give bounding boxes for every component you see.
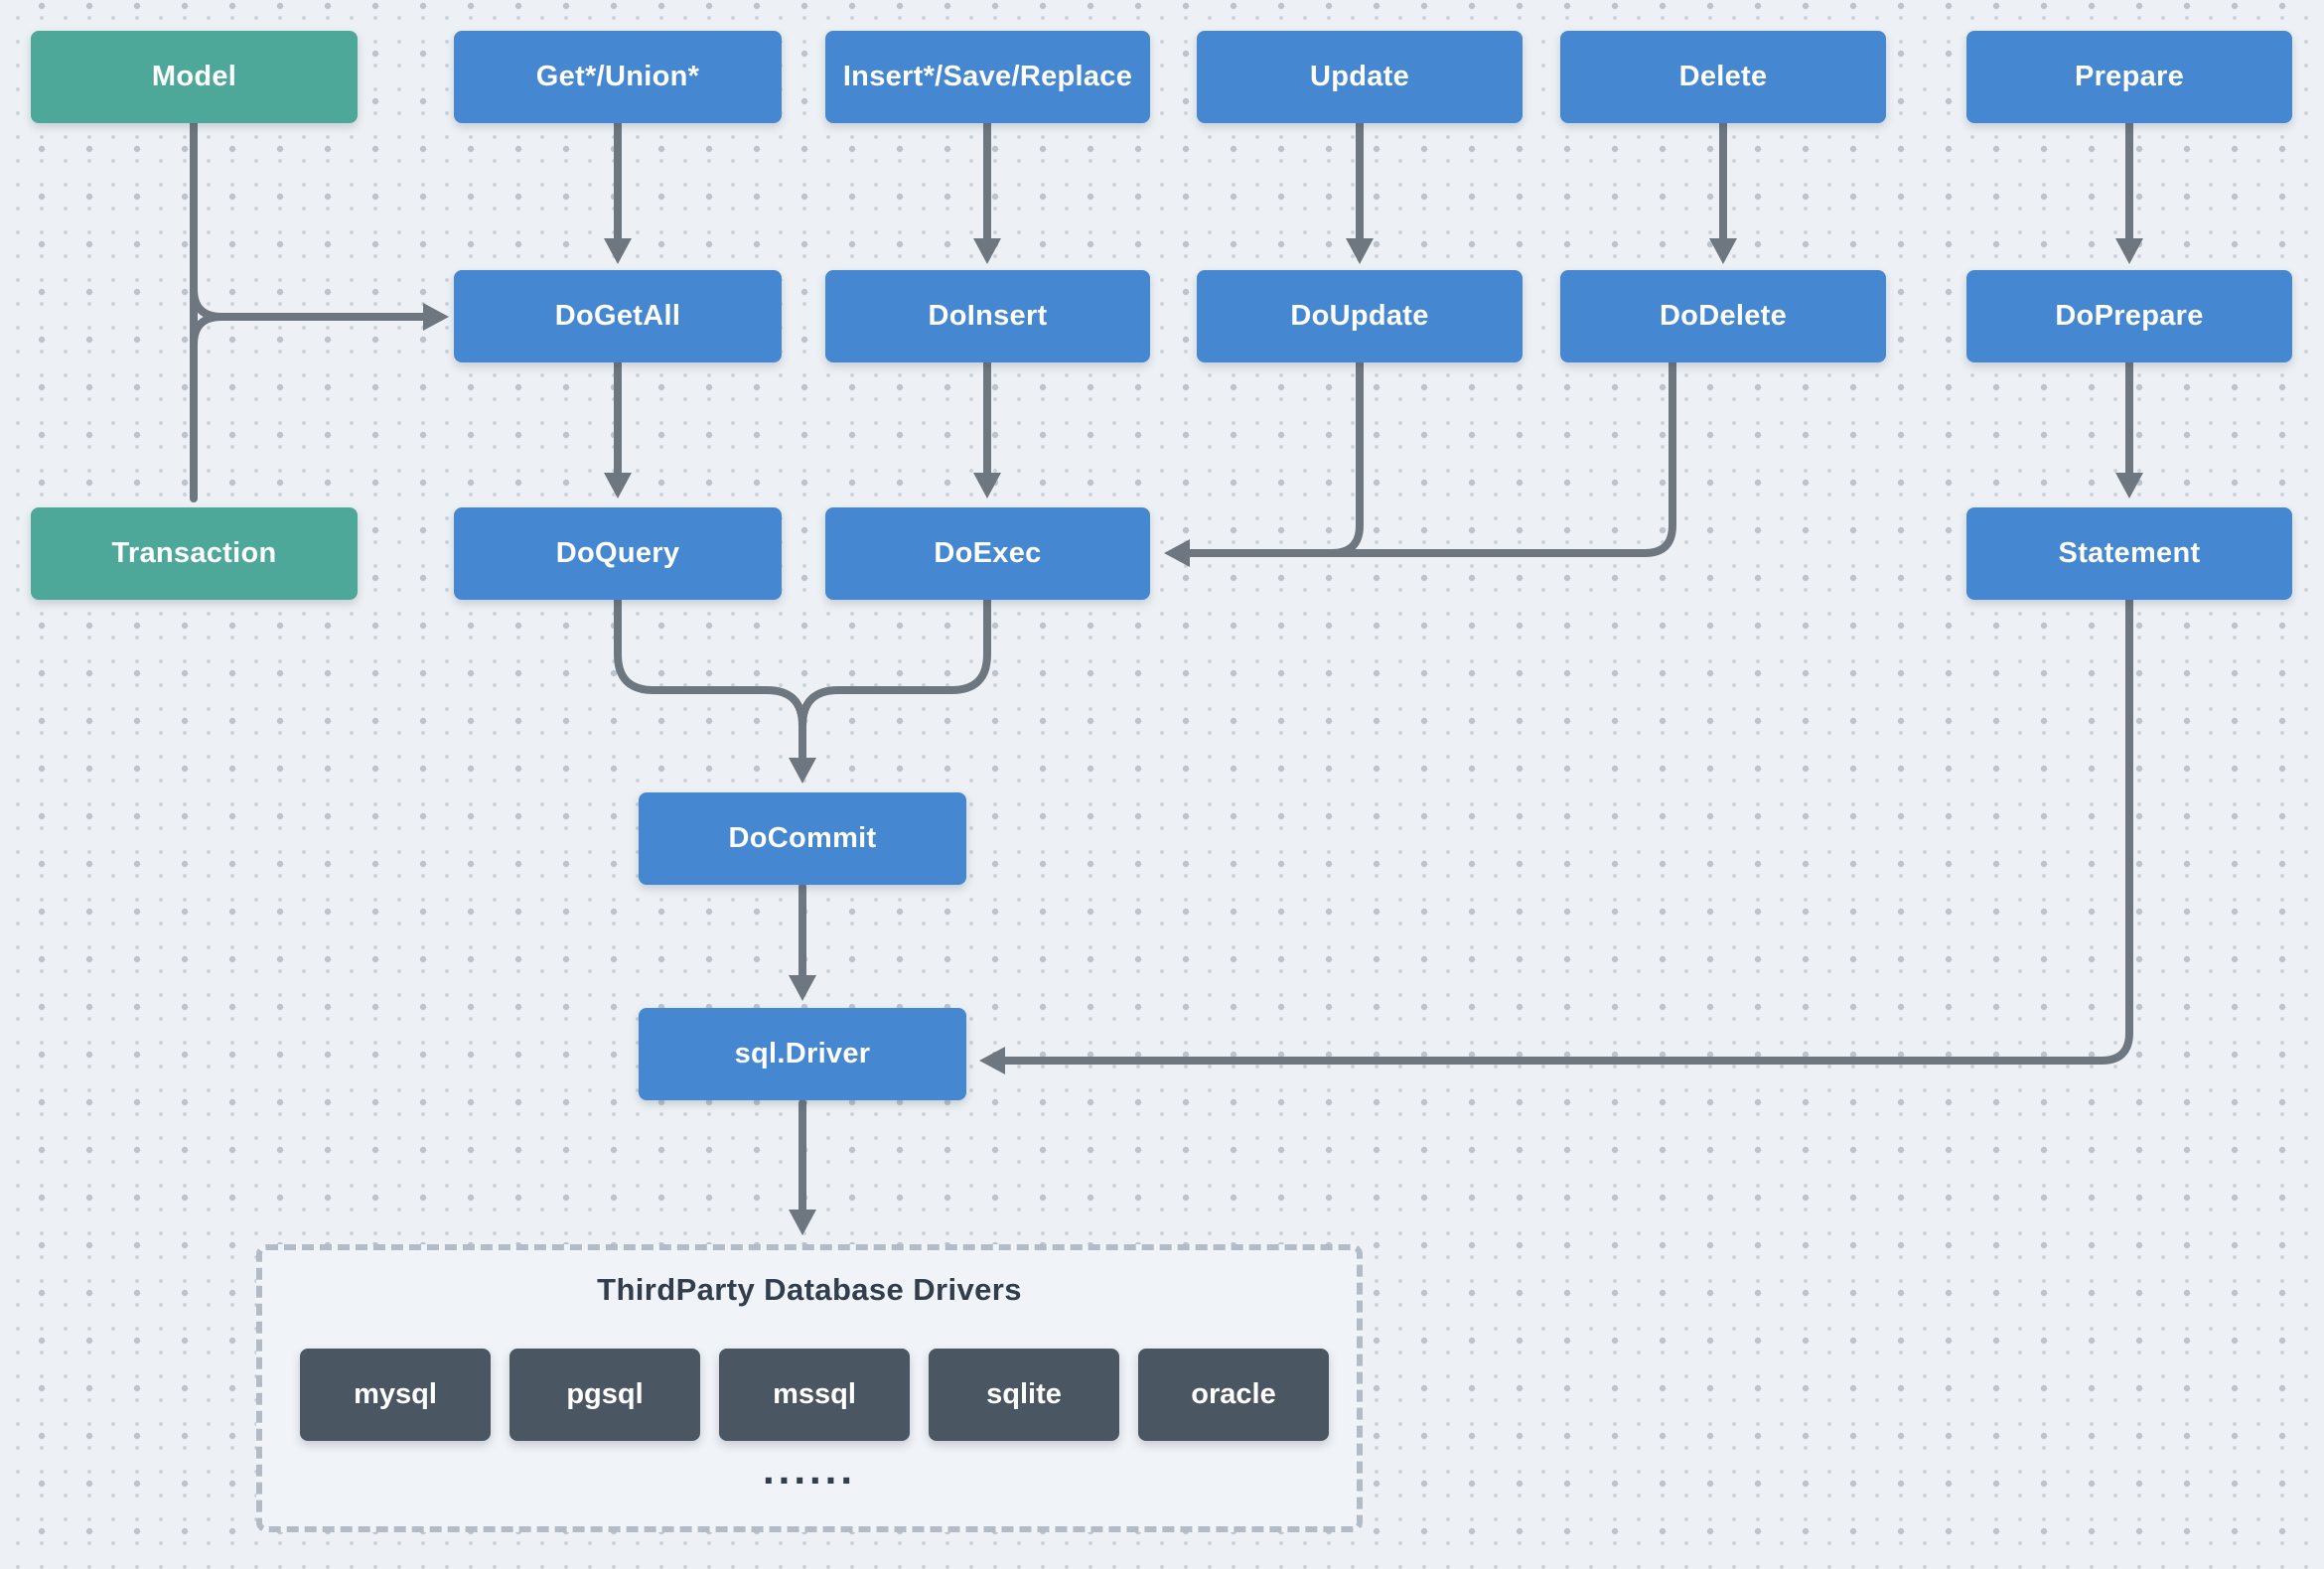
node-doexec: DoExec [825,507,1150,600]
node-transaction: Transaction [31,507,358,600]
arrow-dogetall-to-doquery [604,358,632,499]
third-party-panel-title: ThirdParty Database Drivers [597,1272,1022,1307]
arrow-update-to-doupdate [1346,119,1374,264]
driver-pgsql: pgsql [509,1349,700,1441]
node-insert-save-replace: Insert*/Save/Replace [825,31,1150,123]
arrow-prepare-to-doprepare [2115,119,2143,264]
node-update: Update [1197,31,1523,123]
node-doquery: DoQuery [454,507,782,600]
arrow-doupdate-dodelete-to-doexec [1164,358,1676,567]
more-drivers-ellipsis: ...... [762,1446,856,1493]
driver-oracle: oracle [1138,1349,1329,1441]
third-party-drivers-panel: ThirdParty Database Drivers mysql pgsql … [256,1244,1363,1532]
arrow-sqldriver-to-drivers-panel [789,1099,816,1235]
driver-mssql: mssql [719,1349,910,1441]
arrow-doquery-doexec-to-docommit [614,596,991,784]
arrow-doinsert-to-doexec [973,358,1001,499]
arrow-insert-to-doinsert [973,119,1001,264]
arrow-doprepare-to-statement [2115,358,2143,499]
node-sqldriver: sql.Driver [639,1008,966,1100]
arrow-delete-to-dodelete [1709,119,1737,264]
driver-sqlite: sqlite [929,1349,1119,1441]
node-doupdate: DoUpdate [1197,270,1523,362]
node-dodelete: DoDelete [1560,270,1886,362]
node-doprepare: DoPrepare [1966,270,2292,362]
arrow-statement-to-sqldriver [979,596,2133,1074]
node-docommit: DoCommit [639,792,966,885]
node-dogetall: DoGetAll [454,270,782,362]
arrow-docommit-to-sqldriver [789,883,816,1001]
arrow-model-to-transaction-and-dogetall [190,119,449,502]
node-prepare: Prepare [1966,31,2292,123]
node-model: Model [31,31,358,123]
driver-mysql: mysql [300,1349,491,1441]
arrow-get-union-to-dogetall [604,119,632,264]
node-get-union: Get*/Union* [454,31,782,123]
node-statement: Statement [1966,507,2292,600]
node-doinsert: DoInsert [825,270,1150,362]
node-delete: Delete [1560,31,1886,123]
